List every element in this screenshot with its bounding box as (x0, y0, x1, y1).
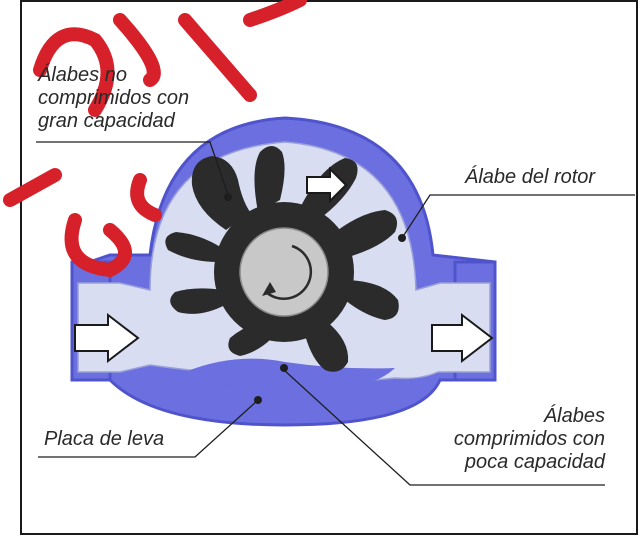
frame-border (20, 0, 638, 535)
rotation-arrow-icon (265, 244, 313, 300)
watermark (3, 0, 307, 278)
leader-dots (224, 193, 406, 404)
inlet-arrow-icon (74, 312, 140, 364)
flow-arrow-icon (306, 166, 348, 204)
rotor-hub (239, 227, 329, 317)
label-placa-leva: Placa de leva (44, 428, 165, 450)
label-alabes-comprimidos: Álabes comprimidos con poca capacidad (453, 405, 605, 473)
label-alabe-rotor: Álabe del rotor (465, 166, 596, 188)
leader-lines (36, 141, 635, 486)
cam-plate (185, 358, 395, 391)
label-alabes-no-comprimidos: Álabes no comprimidos con gran capacidad (38, 64, 190, 132)
outlet-arrow-icon (431, 312, 494, 364)
